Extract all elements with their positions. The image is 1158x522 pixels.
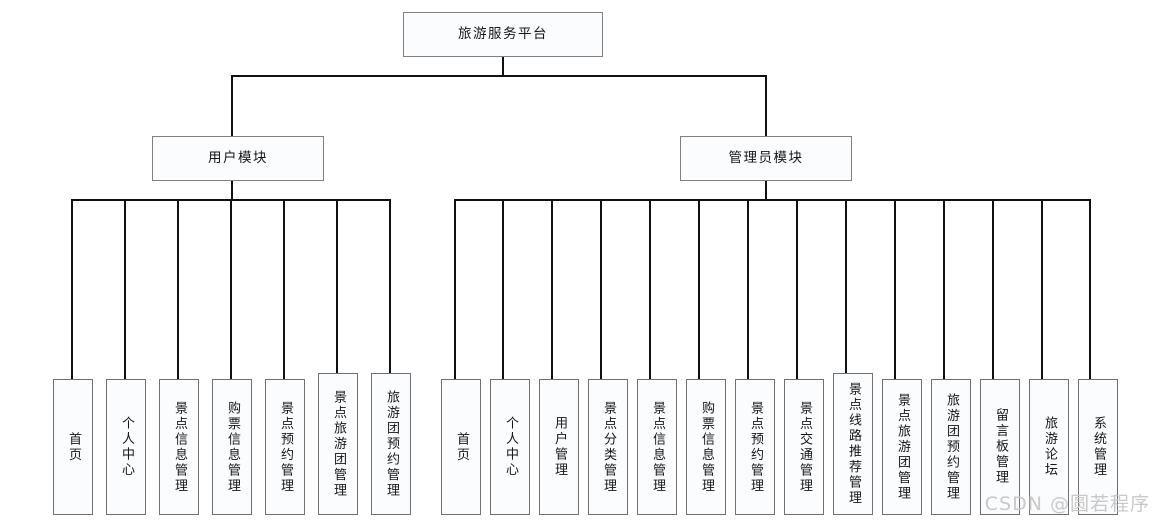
leaf-admin-2-label: 个人中心 (503, 416, 519, 478)
leaf-admin-8[interactable]: 景点交通管理 (784, 379, 824, 515)
connector-admin-drop-9 (845, 199, 847, 373)
connector-level1-bus (231, 75, 767, 77)
leaf-user-2-label: 个人中心 (119, 416, 135, 478)
connector-user-drop-7 (389, 199, 391, 373)
connector-admin-drop-6 (698, 199, 700, 379)
connector-user-drop-6 (336, 199, 338, 373)
leaf-admin-10[interactable]: 景点旅游团管理 (882, 379, 922, 515)
connector-admin-bus (454, 199, 1090, 201)
connector-admin-drop-13 (1041, 199, 1043, 379)
leaf-admin-4[interactable]: 景点分类管理 (588, 379, 628, 515)
leaf-admin-5-label: 景点信息管理 (650, 400, 666, 494)
connector-admin-drop-7 (747, 199, 749, 379)
leaf-admin-11[interactable]: 旅游团预约管理 (931, 379, 971, 515)
leaf-admin-13[interactable]: 旅游论坛 (1029, 379, 1069, 515)
connector-root-stem (502, 57, 504, 76)
node-admin-module-label: 管理员模块 (728, 149, 804, 166)
leaf-user-6-label: 景点旅游团管理 (331, 389, 347, 499)
leaf-admin-4-label: 景点分类管理 (601, 400, 617, 494)
leaf-admin-9-label: 景点线路推荐管理 (846, 382, 862, 506)
leaf-admin-3[interactable]: 用户管理 (539, 379, 579, 515)
leaf-user-3-label: 景点信息管理 (172, 400, 188, 494)
connector-admin-module-stem (765, 181, 767, 200)
leaf-user-6[interactable]: 景点旅游团管理 (318, 373, 358, 515)
connector-user-drop-5 (283, 199, 285, 379)
leaf-admin-9[interactable]: 景点线路推荐管理 (833, 373, 873, 515)
connector-admin-drop-2 (502, 199, 504, 379)
leaf-user-1-label: 首页 (66, 431, 82, 463)
leaf-admin-2[interactable]: 个人中心 (490, 379, 530, 515)
leaf-user-4-label: 购票信息管理 (225, 400, 241, 494)
connector-admin-drop-8 (796, 199, 798, 379)
leaf-user-5[interactable]: 景点预约管理 (265, 379, 305, 515)
node-user-module-label: 用户模块 (208, 149, 268, 166)
leaf-admin-1-label: 首页 (454, 431, 470, 463)
leaf-user-2[interactable]: 个人中心 (106, 379, 146, 515)
connector-admin-drop-4 (600, 199, 602, 379)
leaf-admin-7[interactable]: 景点预约管理 (735, 379, 775, 515)
leaf-admin-1[interactable]: 首页 (441, 379, 481, 515)
connector-admin-drop-11 (943, 199, 945, 379)
node-admin-module[interactable]: 管理员模块 (680, 136, 852, 181)
leaf-admin-14[interactable]: 系统管理 (1078, 379, 1118, 515)
connector-admin-drop-3 (551, 199, 553, 379)
connector-user-drop-2 (124, 199, 126, 379)
connector-to-admin-module (765, 75, 767, 136)
node-root[interactable]: 旅游服务平台 (403, 12, 603, 57)
connector-user-module-stem (231, 181, 233, 200)
connector-user-drop-3 (177, 199, 179, 379)
leaf-admin-11-label: 旅游团预约管理 (944, 392, 960, 502)
connector-admin-drop-5 (649, 199, 651, 379)
connector-user-drop-4 (230, 199, 232, 379)
connector-admin-drop-12 (992, 199, 994, 379)
leaf-user-5-label: 景点预约管理 (278, 400, 294, 494)
connector-admin-drop-14 (1089, 199, 1091, 379)
leaf-admin-13-label: 旅游论坛 (1042, 416, 1058, 478)
leaf-user-4[interactable]: 购票信息管理 (212, 379, 252, 515)
leaf-admin-14-label: 系统管理 (1091, 416, 1107, 478)
leaf-admin-12-label: 留言板管理 (993, 408, 1009, 486)
leaf-user-3[interactable]: 景点信息管理 (159, 379, 199, 515)
leaf-admin-12[interactable]: 留言板管理 (980, 379, 1020, 515)
leaf-admin-7-label: 景点预约管理 (748, 400, 764, 494)
leaf-admin-5[interactable]: 景点信息管理 (637, 379, 677, 515)
leaf-admin-10-label: 景点旅游团管理 (895, 392, 911, 502)
leaf-user-7-label: 旅游团预约管理 (384, 389, 400, 499)
node-root-label: 旅游服务平台 (458, 25, 548, 42)
node-user-module[interactable]: 用户模块 (152, 136, 324, 181)
connector-to-user-module (231, 75, 233, 136)
leaf-admin-6-label: 购票信息管理 (699, 400, 715, 494)
leaf-admin-8-label: 景点交通管理 (797, 400, 813, 494)
leaf-user-7[interactable]: 旅游团预约管理 (371, 373, 411, 515)
leaf-admin-3-label: 用户管理 (552, 416, 568, 478)
connector-user-drop-1 (71, 199, 73, 379)
leaf-admin-6[interactable]: 购票信息管理 (686, 379, 726, 515)
leaf-user-1[interactable]: 首页 (53, 379, 93, 515)
connector-admin-drop-1 (454, 199, 456, 379)
connector-admin-drop-10 (894, 199, 896, 379)
